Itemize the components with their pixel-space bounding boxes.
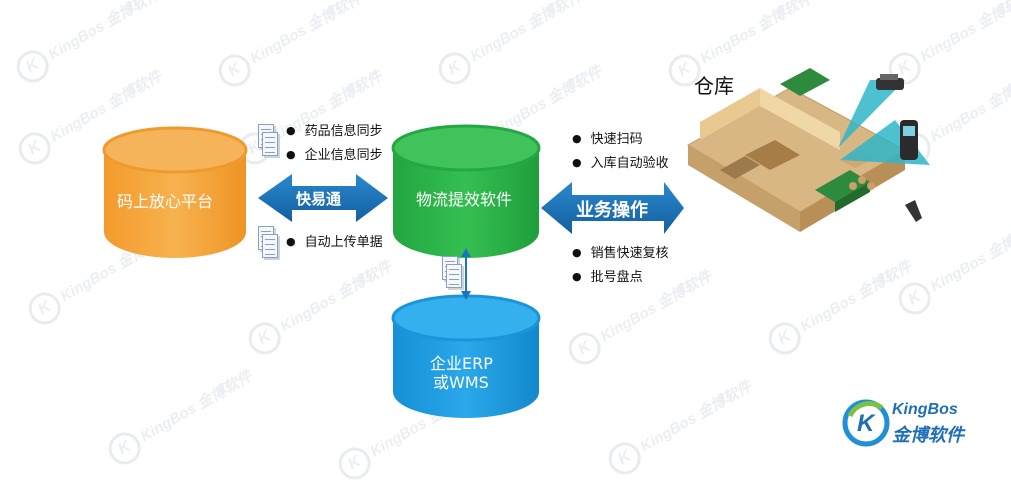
- document-icon: [446, 264, 462, 288]
- logistics-cylinder: [391, 124, 541, 258]
- upload-list: 自动上传单据: [286, 231, 383, 255]
- document-icon: [262, 132, 278, 156]
- list-item: 药品信息同步: [286, 120, 383, 144]
- erp-label-line2: 或WMS: [433, 373, 489, 392]
- left-double-arrow: [258, 174, 388, 222]
- diagram-shapes: [102, 68, 930, 418]
- brand-logo: K KingBos 金博软件: [842, 398, 1002, 450]
- sync-list: 药品信息同步 企业信息同步: [286, 120, 383, 168]
- platform-label: 码上放心平台: [117, 192, 214, 211]
- list-item: 销售快速复核: [572, 242, 669, 266]
- diagram: KKingBos 金博软件 KKingBos 金博软件 KKingBos 金博软…: [0, 0, 1011, 465]
- right-arrow-label: 业务操作: [576, 200, 648, 221]
- right-double-arrow: [541, 182, 684, 234]
- list-item: 批号盘点: [572, 266, 669, 290]
- logo-cn-text: 金博软件: [892, 425, 964, 446]
- logo-brand-text: KingBos: [892, 401, 958, 418]
- left-arrow-label: 快易通: [296, 190, 342, 208]
- list-item: 快速扫码: [572, 128, 669, 152]
- erp-label-line1: 企业ERP: [430, 354, 493, 373]
- list-item: 企业信息同步: [286, 144, 383, 168]
- svg-text:K: K: [857, 410, 876, 437]
- warehouse-label: 仓库: [694, 74, 734, 98]
- list-item: 自动上传单据: [286, 231, 383, 255]
- logistics-label: 物流提效软件: [416, 190, 513, 209]
- document-icon: [262, 234, 278, 258]
- list-item: 入库自动验收: [572, 152, 669, 176]
- ops-top-list: 快速扫码 入库自动验收: [572, 128, 669, 176]
- scanner-device-callouts: [838, 74, 930, 222]
- ops-bottom-list: 销售快速复核 批号盘点: [572, 242, 669, 290]
- vertical-double-arrow: [461, 248, 471, 300]
- platform-cylinder: [102, 126, 248, 258]
- warehouse-illustration: [687, 68, 907, 232]
- logo-k-icon: K: [842, 399, 890, 447]
